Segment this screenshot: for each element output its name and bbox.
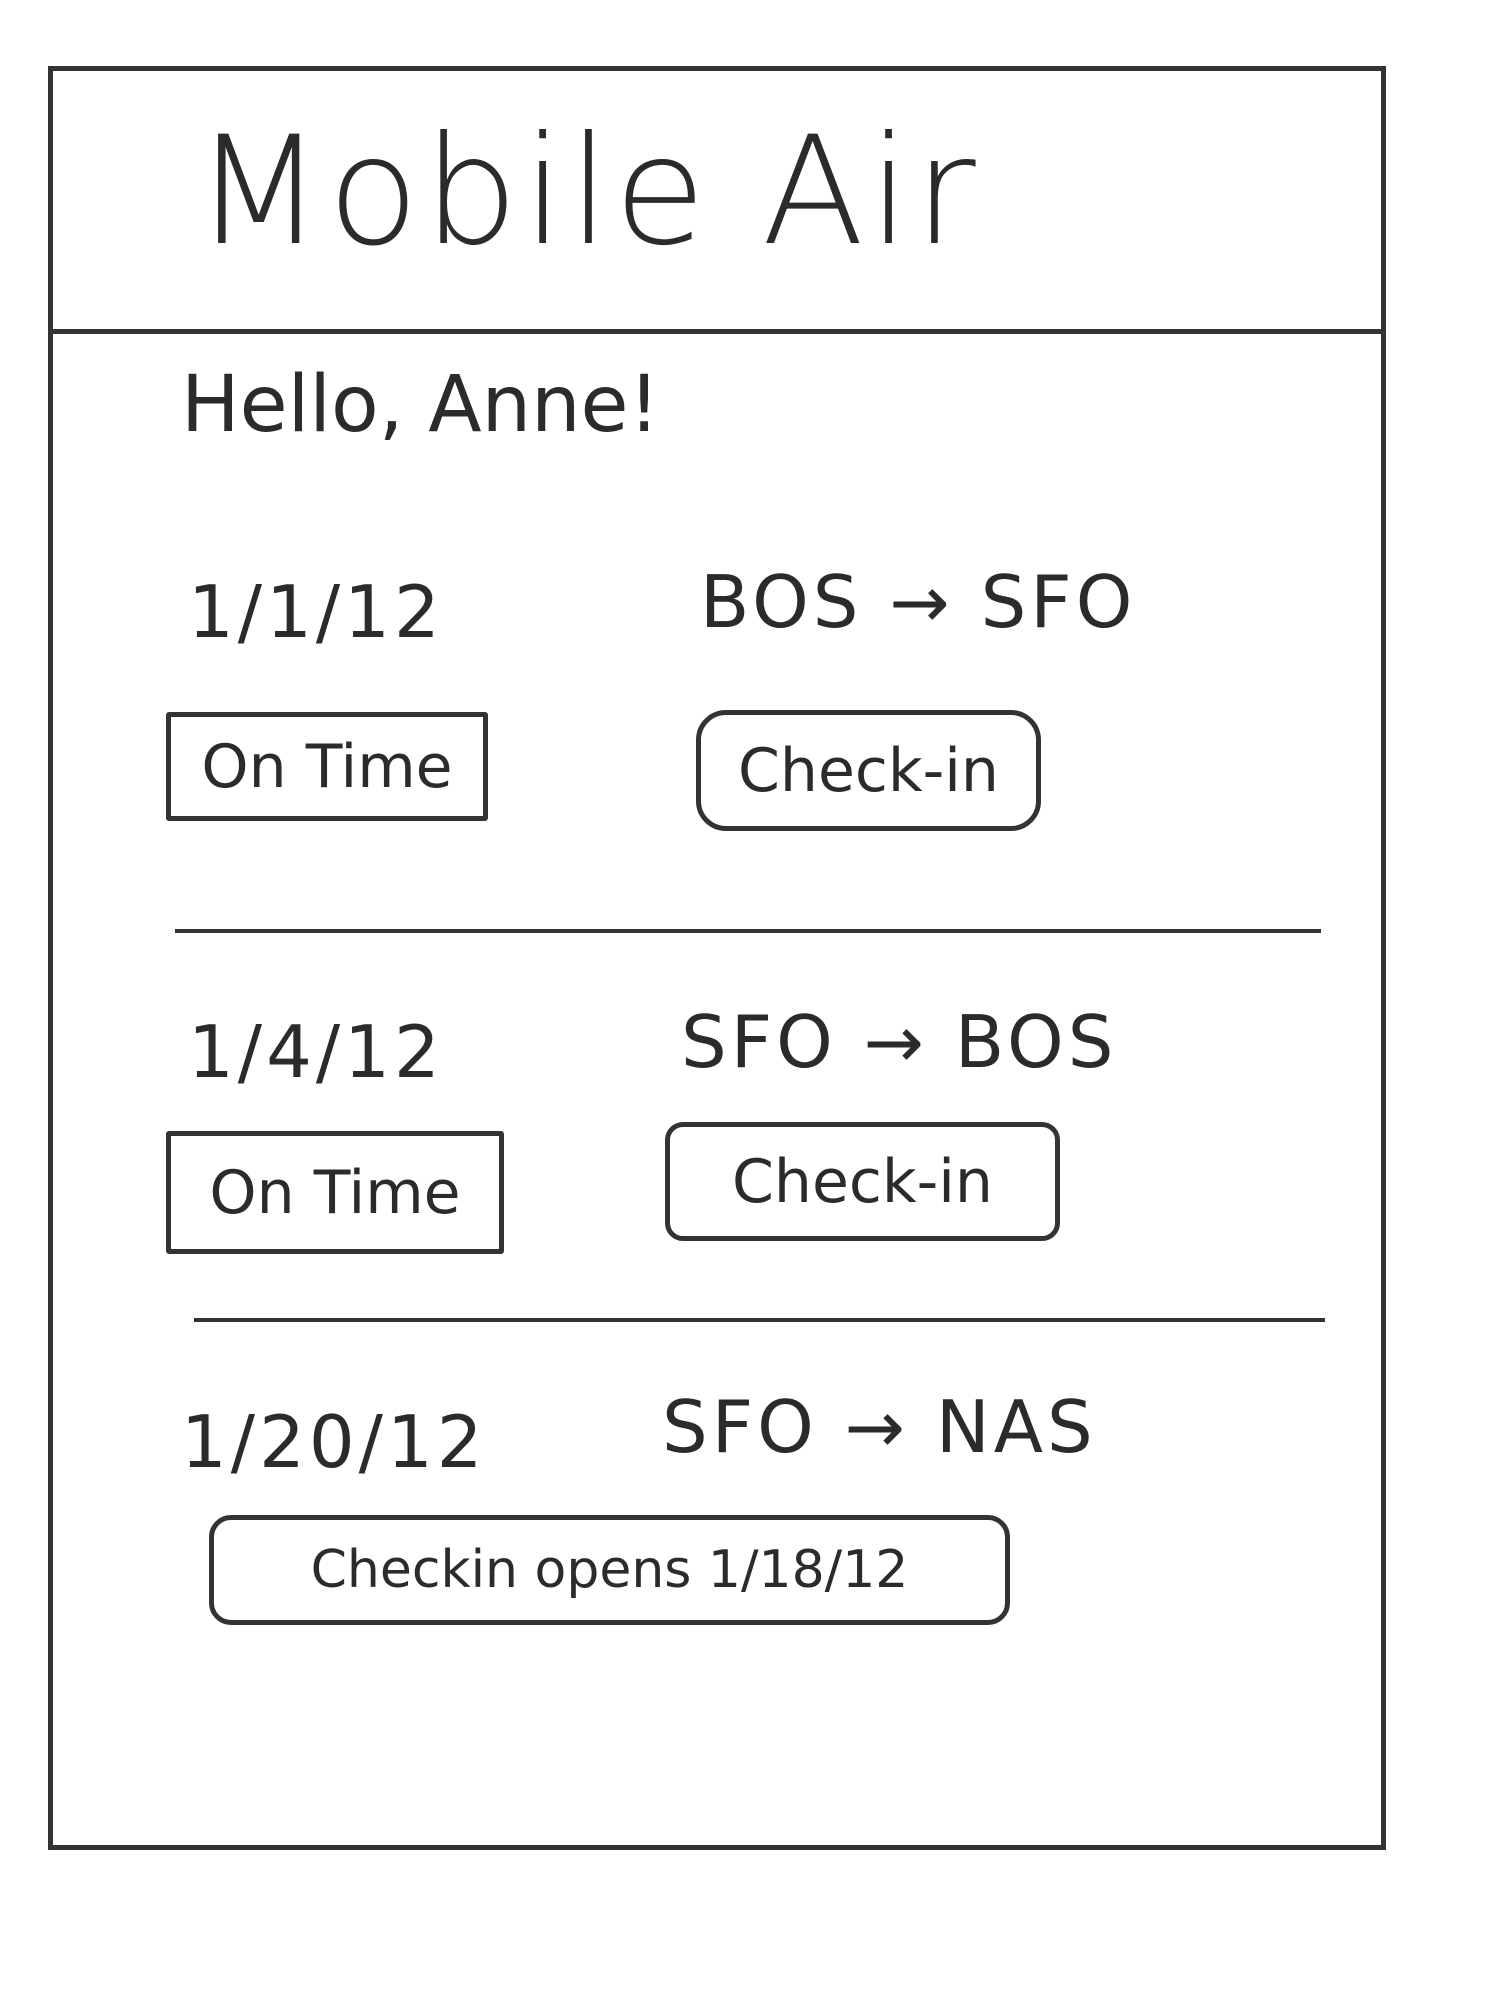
flight-status-badge: On Time [166,712,488,821]
divider [194,1318,1325,1322]
flight-date: 1/20/12 [181,1400,487,1484]
check-in-button[interactable]: Check-in [696,710,1041,831]
phone-frame [48,66,1386,1850]
flight-status-badge: On Time [166,1131,504,1254]
checkin-opens-button: Checkin opens 1/18/12 [209,1515,1010,1625]
flight-route: SFO → BOS [681,1000,1118,1084]
flight-route: BOS → SFO [700,560,1137,644]
flight-date: 1/1/12 [188,570,444,654]
flight-date: 1/4/12 [188,1010,444,1094]
header-divider [48,329,1386,334]
divider [175,929,1321,933]
app-title: Mobile Air [194,105,980,279]
greeting: Hello, Anne! [181,360,660,450]
check-in-button[interactable]: Check-in [665,1122,1060,1241]
flight-route: SFO → NAS [662,1385,1097,1469]
